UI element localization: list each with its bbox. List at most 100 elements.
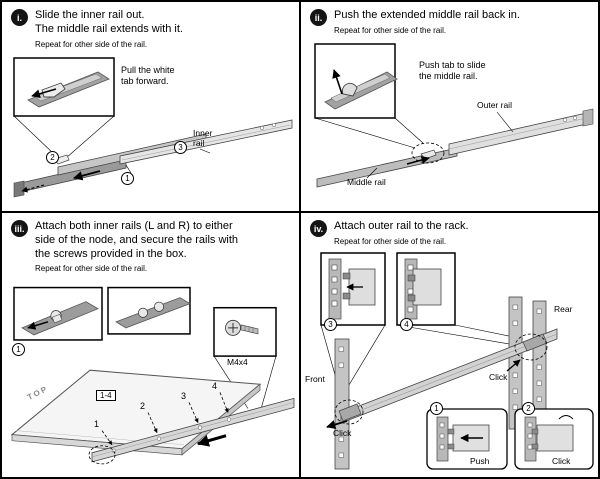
front-label: Front bbox=[305, 374, 325, 384]
click-detail-label: Click bbox=[552, 456, 571, 466]
keyhole-inset bbox=[13, 286, 103, 341]
inset-leader-line bbox=[394, 117, 424, 144]
hook-engaged-inset bbox=[396, 252, 456, 326]
push-arrow bbox=[332, 69, 343, 95]
hook-direction-arrow bbox=[27, 321, 49, 330]
position-2-label: 2 bbox=[140, 401, 146, 411]
step-iii-callout-1: 1 bbox=[12, 343, 25, 356]
step-iv-callout-1: 1 bbox=[430, 402, 443, 415]
inner-rail-leader bbox=[199, 148, 211, 154]
step-ii-subtitle: Repeat for other side of the rail. bbox=[334, 25, 447, 35]
rail-bracket bbox=[412, 268, 442, 306]
step-i-text: Slide the inner rail out. The middle rai… bbox=[35, 9, 183, 49]
outer-rail-shape bbox=[448, 111, 592, 156]
rear-label: Rear bbox=[554, 304, 573, 314]
panel-step-i: i. Slide the inner rail out. The middle … bbox=[2, 2, 301, 213]
hook-align-inset bbox=[320, 252, 386, 326]
click-front-label: Click bbox=[333, 428, 352, 438]
step-i-inset-note: Pull the white tab forward. bbox=[121, 65, 175, 87]
step-iii-text: Attach both inner rails (L and R) to eit… bbox=[35, 220, 238, 273]
step-iv-badge: iv. bbox=[310, 220, 327, 237]
step-iv-subtitle: Repeat for other side of the rail. bbox=[334, 236, 447, 246]
pull-arrow bbox=[31, 88, 57, 99]
step-iv-text: Attach outer rail to the rack. Repeat fo… bbox=[334, 220, 469, 246]
callout-1-leader bbox=[125, 164, 132, 174]
step-ii-illustration bbox=[314, 43, 594, 188]
step-ii-inset-note: Push tab to slide the middle rail. bbox=[419, 60, 486, 82]
step-i-callout-1: 1 bbox=[121, 172, 134, 185]
step-iv-callout-4: 4 bbox=[400, 318, 413, 331]
rail-end-cap bbox=[13, 180, 25, 198]
inner-rail-drawing bbox=[88, 397, 295, 465]
focus-ellipse bbox=[88, 445, 116, 465]
step-i-title: Slide the inner rail out. The middle rai… bbox=[35, 9, 183, 35]
inset-leader-line bbox=[13, 115, 55, 155]
step-i-subtitle: Repeat for other side of the rail. bbox=[35, 39, 148, 49]
front-post bbox=[334, 338, 350, 470]
outer-rail-label: Outer rail bbox=[477, 100, 512, 110]
click-detail-box bbox=[514, 408, 594, 470]
inset-leader-line bbox=[396, 324, 516, 346]
rail-assembly-drawing bbox=[13, 119, 293, 198]
step-ii-badge: ii. bbox=[310, 9, 327, 26]
tab-lever bbox=[341, 82, 358, 97]
inner-rail-shape bbox=[119, 119, 293, 165]
push-detail-label: Push bbox=[470, 456, 490, 466]
inset-leader-line bbox=[314, 117, 416, 149]
step-iii-header: iii. Attach both inner rails (L and R) t… bbox=[2, 213, 299, 273]
middle-rail-label: Middle rail bbox=[347, 177, 386, 187]
step-iv-callout-3: 3 bbox=[324, 318, 337, 331]
push-direction-arrow bbox=[406, 155, 430, 165]
step-i-badge: i. bbox=[11, 9, 28, 26]
position-leaders bbox=[101, 392, 229, 446]
step-iv-header: iv. Attach outer rail to the rack. Repea… bbox=[301, 213, 598, 246]
step-iii-illustration bbox=[10, 286, 295, 465]
position-4-label: 4 bbox=[212, 381, 218, 391]
push-detail-box bbox=[426, 408, 508, 470]
middle-rail-leader bbox=[366, 167, 378, 179]
hook bbox=[407, 294, 416, 302]
outer-rail-leader bbox=[496, 111, 514, 133]
inset-leader-line bbox=[65, 115, 115, 159]
step-iii-title: Attach both inner rails (L and R) to eit… bbox=[35, 220, 239, 260]
middle-rail-shape bbox=[316, 147, 458, 188]
inner-rail-shape bbox=[91, 397, 295, 463]
pull-tab-inset bbox=[13, 57, 115, 117]
slide-direction-dashed-arrow bbox=[21, 184, 45, 193]
hook bbox=[342, 272, 351, 280]
rail-assembly-drawing bbox=[316, 108, 594, 188]
focus-ellipse-front bbox=[334, 399, 364, 425]
hook bbox=[407, 274, 416, 282]
inner-rail-label: Inner rail bbox=[193, 128, 213, 148]
inset-leader-line bbox=[348, 324, 386, 386]
position-1-label: 1 bbox=[94, 419, 100, 429]
step-iii-badge: iii. bbox=[11, 220, 28, 237]
slide-direction-arrow bbox=[73, 170, 101, 181]
step-ii-text: Push the extended middle rail back in. R… bbox=[334, 9, 520, 35]
step-i-callout-3: 3 bbox=[174, 141, 187, 154]
step-i-callout-2: 2 bbox=[46, 151, 59, 164]
rear-bracket bbox=[522, 333, 548, 352]
panel-step-iv: iv. Attach outer rail to the rack. Repea… bbox=[301, 213, 598, 477]
click-arrow-rear bbox=[506, 359, 521, 372]
click-rear-label: Click bbox=[489, 372, 508, 382]
screw-leader-line bbox=[259, 356, 277, 413]
position-range-label: 1-4 bbox=[96, 390, 116, 402]
step-iv-title: Attach outer rail to the rack. bbox=[334, 220, 469, 232]
step-i-header: i. Slide the inner rail out. The middle … bbox=[2, 2, 299, 49]
focus-ellipse-rear bbox=[514, 333, 548, 361]
position-3-label: 3 bbox=[181, 391, 187, 401]
holes-inset bbox=[107, 286, 191, 335]
panel-step-ii: ii. Push the extended middle rail back i… bbox=[301, 2, 598, 213]
screw-size-label: M4x4 bbox=[227, 357, 248, 367]
step-iv-callout-2: 2 bbox=[522, 402, 535, 415]
step-ii-title: Push the extended middle rail back in. bbox=[334, 9, 520, 21]
click-motion-arc bbox=[558, 415, 574, 420]
step-i-illustration bbox=[13, 57, 293, 198]
panel-step-iii: iii. Attach both inner rails (L and R) t… bbox=[2, 213, 301, 477]
step-ii-header: ii. Push the extended middle rail back i… bbox=[301, 2, 598, 35]
step-iv-illustration bbox=[320, 252, 594, 470]
hook bbox=[342, 292, 351, 300]
screw-inset bbox=[213, 306, 277, 357]
